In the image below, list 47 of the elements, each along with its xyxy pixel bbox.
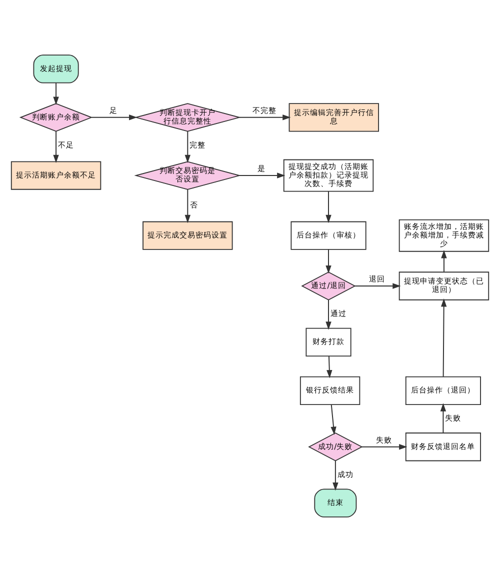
arrow	[326, 248, 332, 274]
arrow	[330, 404, 336, 435]
arrow	[361, 444, 408, 450]
edge-label: 不足	[58, 140, 74, 150]
node-box: 后台操作（审核）	[290, 221, 366, 250]
node-box: 银行反馈结果	[300, 376, 360, 405]
node-box: 提现申请变更状态（已退回）	[398, 272, 490, 300]
node-box: 提示完成交易密码设置	[142, 221, 233, 250]
edge-label: 失败	[376, 435, 392, 444]
arrow	[326, 190, 332, 224]
edge-label: 成功	[337, 470, 354, 479]
arrow	[53, 130, 59, 164]
arrow	[440, 403, 446, 434]
node-box: 发起提现	[33, 54, 79, 84]
node-diamond: 判断交易密码是否设置	[134, 161, 242, 190]
node-box: 结束	[314, 488, 357, 518]
node-box: 后台操作（退回）	[405, 376, 481, 405]
node-box: 提现提交成功（活期账户余额扣款）记录提现次数、手续费	[283, 159, 374, 192]
arrow	[91, 114, 138, 120]
arrow	[238, 114, 291, 120]
arrow	[184, 189, 190, 224]
node-diamond: 判断账户余额	[19, 103, 93, 132]
arrow	[326, 356, 332, 378]
edge-label: 是	[258, 164, 266, 173]
node-box: 财务反馈退回名单	[405, 432, 481, 462]
edge-label: 完整	[190, 140, 206, 150]
edge-label: 失败	[445, 414, 462, 423]
arrow	[354, 283, 401, 289]
edge-label: 足	[110, 106, 118, 115]
node-diamond: 判断提现卡开户行信息完整性	[134, 103, 242, 132]
arrow	[184, 130, 190, 164]
node-diamond: 通过/退回	[301, 272, 356, 300]
arrow	[326, 300, 332, 330]
node-box: 提示活期账户余额不足	[10, 161, 102, 190]
edge-label: 退回	[369, 274, 386, 284]
edge-label: 不完整	[252, 106, 276, 115]
edge-label: 通过	[330, 309, 347, 318]
arrow	[239, 172, 286, 178]
node-box: 财务打款	[306, 328, 352, 356]
arrow	[441, 250, 447, 272]
arrow	[53, 82, 59, 105]
arrow	[440, 298, 447, 378]
arrow	[332, 460, 338, 491]
edge-label: 否	[190, 200, 198, 210]
node-diamond: 成功/失败	[308, 432, 363, 462]
node-box: 账务流水增加，活期账户余额增加，手续费减少	[398, 219, 490, 252]
node-box: 提示编辑完善开户行信息	[288, 103, 379, 132]
